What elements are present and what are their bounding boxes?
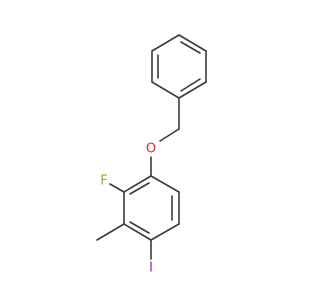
double-bond [180, 41, 201, 54]
bond [178, 81, 207, 99]
benzyl-ring [151, 34, 207, 99]
bond [96, 223, 125, 241]
bond [159, 128, 180, 142]
double-bond [180, 78, 201, 92]
atom-label-I: I [149, 261, 153, 276]
bond [150, 175, 180, 193]
bond [178, 34, 207, 52]
double-bond [129, 182, 150, 195]
atom-label-F: F [100, 174, 107, 189]
substituted-ring [123, 175, 180, 241]
molecule-drawing: O F I [96, 34, 207, 276]
atom-label-O: O [146, 142, 156, 157]
double-bond [129, 221, 150, 234]
bond [151, 34, 180, 52]
bond [151, 81, 180, 99]
bond [123, 175, 152, 193]
structure-canvas: O F I [96, 34, 207, 276]
bond [123, 223, 152, 241]
bond [150, 223, 180, 241]
bond [109, 183, 125, 193]
